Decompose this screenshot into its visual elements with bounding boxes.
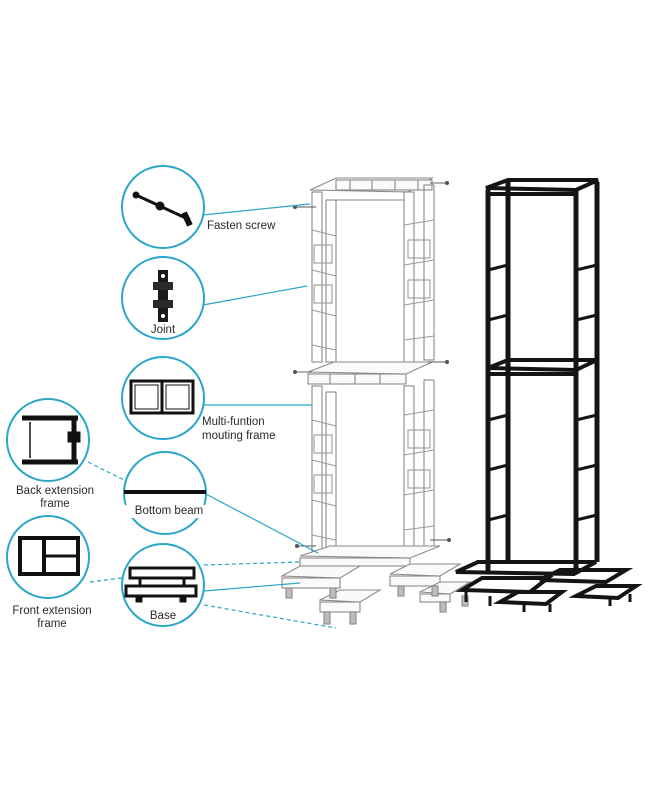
callout-back-extension-frame bbox=[6, 398, 90, 482]
mounting-frame-icon bbox=[129, 379, 195, 415]
lower-section bbox=[311, 379, 435, 552]
leader-lines bbox=[87, 203, 337, 629]
base-icon bbox=[124, 566, 198, 603]
label-bottom-beam: Bottom beam bbox=[124, 505, 214, 518]
callout-fasten-screw bbox=[121, 165, 205, 249]
front-extension-frame-icon bbox=[18, 536, 80, 576]
joint-icon bbox=[153, 270, 173, 322]
label-front-extension-line1: Front extension bbox=[12, 605, 92, 617]
back-extension-frame-icon bbox=[22, 415, 81, 465]
label-back-extension-line2: frame bbox=[40, 498, 70, 510]
label-multi-function-line1: Multi-funtion bbox=[202, 416, 265, 428]
top-cap bbox=[309, 177, 435, 193]
label-front-extension-line2: frame bbox=[37, 618, 67, 630]
label-fasten-screw: Fasten screw bbox=[207, 220, 276, 232]
callout-mounting-frame bbox=[121, 356, 205, 440]
exploded-rack-wireframe bbox=[280, 177, 472, 625]
callout-bottom-beam bbox=[123, 451, 207, 535]
fasten-screw-icon bbox=[132, 191, 193, 227]
upper-section bbox=[311, 184, 435, 363]
callout-base bbox=[121, 543, 205, 627]
callout-joint bbox=[121, 256, 205, 340]
assembled-rack-solid bbox=[455, 178, 643, 612]
bottom-beam-and-base bbox=[280, 545, 472, 625]
label-multi-function-line2: mouting frame bbox=[202, 430, 276, 442]
label-joint: Joint bbox=[150, 324, 176, 336]
label-back-extension-line1: Back extension bbox=[16, 485, 94, 497]
label-base: Base bbox=[149, 610, 177, 622]
callout-front-extension-frame bbox=[6, 515, 90, 599]
middle-mounting-frame bbox=[307, 361, 433, 385]
